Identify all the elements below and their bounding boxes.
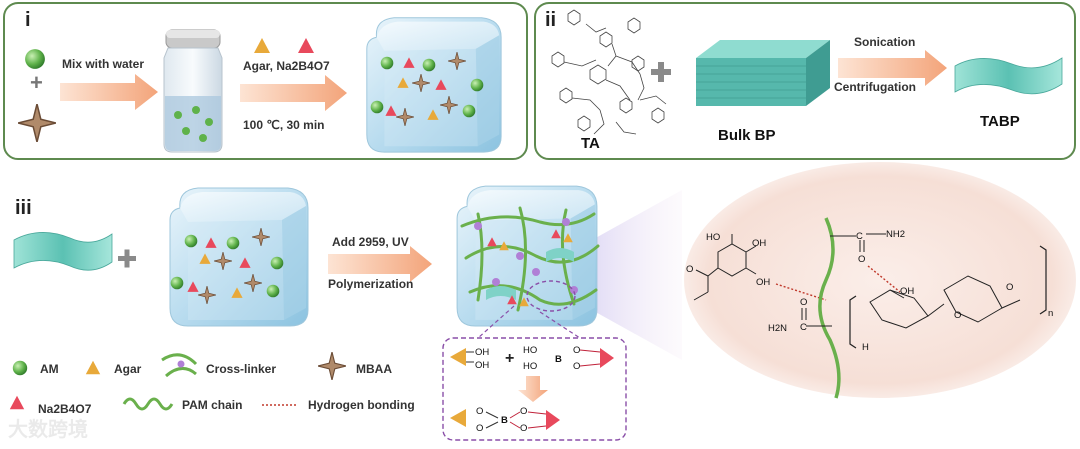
centrifugation-label: Centrifugation xyxy=(834,80,916,94)
am-ball-icon xyxy=(25,49,45,69)
bulk-bp-label: Bulk BP xyxy=(718,127,776,144)
legend-mbaa-icon xyxy=(318,352,346,380)
legend-am: AM xyxy=(40,362,59,376)
plus-sign-i: + xyxy=(30,70,43,95)
mbaa-star-icon xyxy=(18,104,56,142)
legend-borax: Na2B4O7 xyxy=(38,402,92,416)
ester-o: O xyxy=(686,264,693,275)
amide-c-top: C xyxy=(856,231,863,242)
legend-crosslinker: Cross-linker xyxy=(206,362,276,376)
agarose-h: H xyxy=(862,342,869,353)
amide-c-bottom: C xyxy=(800,322,807,333)
legend-pam-icon xyxy=(122,397,174,411)
plus-sign-ii xyxy=(651,62,671,82)
ice-cube-iii-a xyxy=(169,187,309,327)
plus-sign-iii xyxy=(118,249,136,268)
step-mix-label: Mix with water xyxy=(62,57,144,71)
arrow-mix xyxy=(60,74,158,110)
pam-chain-zoom xyxy=(818,217,841,399)
amide-h2n-bottom: H2N xyxy=(768,323,787,334)
zoom-circle xyxy=(526,280,576,312)
tannic-acid-structure xyxy=(551,9,667,135)
legend-hbond: Hydrogen bonding xyxy=(308,398,415,412)
borate-ho-top: HO xyxy=(523,345,537,356)
gallol-oh-2: OH xyxy=(752,238,766,249)
legend-crosslinker-icon xyxy=(161,353,198,378)
agarose-oh-top: OH xyxy=(900,286,914,297)
zoom-cone xyxy=(574,190,682,360)
amide-o-bottom: O xyxy=(800,297,807,308)
uv-label: Add 2959, UV xyxy=(332,235,409,249)
hbond-chemical-structure: HO OH OH O C O NH2 O C H2N OH H xyxy=(686,217,1053,399)
legend-borax-icon xyxy=(9,395,25,410)
repeat-n: n xyxy=(1048,308,1053,319)
legend-am-icon xyxy=(12,360,28,376)
panel-iii-label: iii xyxy=(15,197,32,219)
hydrogel-fillers xyxy=(474,218,578,307)
diol-oh-top: OH xyxy=(475,347,489,358)
product-o-4: O xyxy=(520,423,527,434)
borate-o-bottom: O xyxy=(573,361,580,372)
zoom-detail-bg xyxy=(684,162,1076,398)
zoom-line-right xyxy=(539,311,581,339)
legend: AM Agar Cross-linker MBAA Na2B4O7 PAM ch… xyxy=(9,352,415,416)
hbond-2 xyxy=(867,265,901,293)
arrow-heat xyxy=(240,75,347,111)
hbond-1 xyxy=(775,283,827,301)
gallol-oh-1: HO xyxy=(706,232,720,243)
panel-i-label: i xyxy=(25,9,31,31)
panel-iii: iii Add 2959, UV Polymerization xyxy=(8,162,1076,441)
reaction-arrow xyxy=(518,376,548,402)
product-b: B xyxy=(501,415,508,426)
amide-nh2-top: NH2 xyxy=(886,229,905,240)
reagents-label: Agar, Na2B4O7 xyxy=(243,59,330,73)
product-o-3: O xyxy=(520,406,527,417)
tabp-label: TABP xyxy=(980,113,1020,130)
sonication-label: Sonication xyxy=(854,35,915,49)
borate-o-top: O xyxy=(573,345,580,356)
reaction-plus: + xyxy=(505,350,514,367)
water-vial xyxy=(163,29,223,153)
tabp-sheet xyxy=(954,57,1063,95)
panel-i: i + Mix with water Agar, Na2B4O7 100 ℃, … xyxy=(3,2,528,160)
product-o-2: O xyxy=(476,423,483,434)
agar-triangle-icon xyxy=(254,38,270,53)
legend-pam: PAM chain xyxy=(182,398,242,412)
tabp-sheet-iii xyxy=(13,232,113,271)
product-o-1: O xyxy=(476,406,483,417)
conditions-label: 100 ℃, 30 min xyxy=(243,118,325,132)
agarose-o-link: O xyxy=(954,310,961,321)
borate-ester-reaction: OH OH + HO HO B O O O O B O O xyxy=(442,337,627,441)
panel-ii: ii TA Bulk BP Sonication xyxy=(534,2,1076,160)
gallol-oh-3: OH xyxy=(756,277,770,288)
panel-ii-border xyxy=(534,2,1076,160)
legend-agar: Agar xyxy=(114,362,142,376)
polymerization-label: Polymerization xyxy=(328,277,413,291)
borate-ho-bottom: HO xyxy=(523,361,537,372)
borax-triangle-icon xyxy=(298,38,314,53)
bulk-bp-block xyxy=(696,40,830,106)
watermark: 大数跨境 xyxy=(8,417,88,441)
arrow-polymerization xyxy=(328,246,432,282)
panel-ii-label: ii xyxy=(545,9,556,31)
ta-label: TA xyxy=(581,135,600,152)
arrow-exfoliation xyxy=(838,50,947,86)
diol-oh-bottom: OH xyxy=(475,360,489,371)
agarose-o-bridge: O xyxy=(1006,282,1013,293)
zoom-line-left xyxy=(477,305,515,339)
legend-agar-icon xyxy=(85,360,101,375)
panel-i-border xyxy=(3,2,528,160)
borate-b: B xyxy=(555,354,562,365)
amide-o-top: O xyxy=(858,254,865,265)
legend-mbaa: MBAA xyxy=(356,362,392,376)
